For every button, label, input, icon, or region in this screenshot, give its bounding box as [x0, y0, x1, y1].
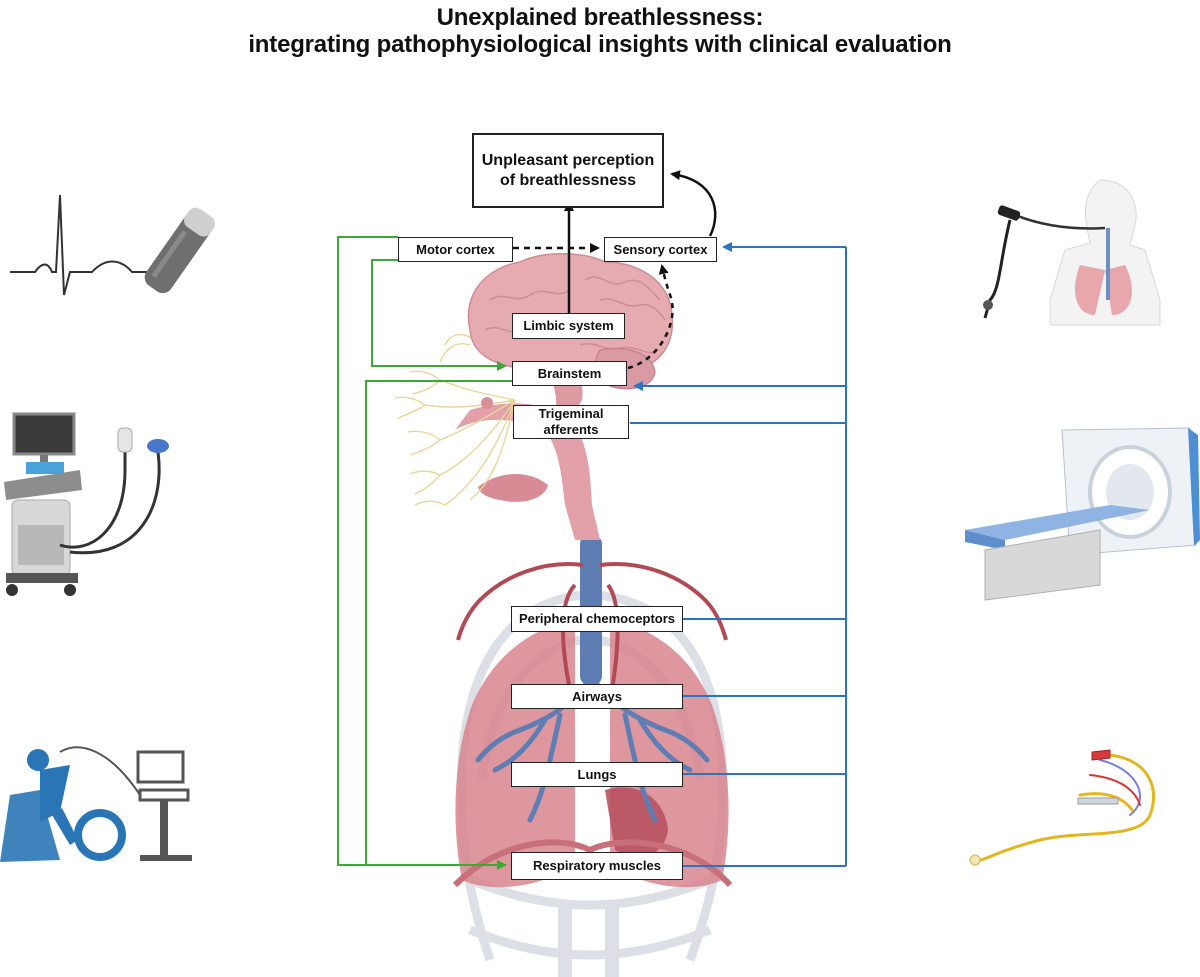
limbic-system-box: Limbic system — [512, 313, 625, 339]
ct-scanner-icon — [965, 427, 1200, 601]
heart — [605, 787, 668, 858]
spirometer-tube — [144, 207, 215, 294]
head-torso-outline — [1049, 179, 1161, 326]
motor-cortex-label: Motor cortex — [416, 241, 495, 257]
trigeminal-nerves — [394, 333, 516, 506]
afferent-pathways — [630, 242, 847, 867]
central-pathways — [513, 170, 717, 370]
brainstem-to-sensory-cortex-dashed-arrow — [627, 264, 674, 370]
pituitary — [481, 397, 493, 409]
sensory-cortex-to-perception-arrow — [670, 170, 717, 237]
airways-label: Airways — [572, 688, 622, 704]
motor-cortex-box: Motor cortex — [398, 237, 513, 262]
peripheral-chemoceptors-label: Peripheral chemoceptors — [518, 611, 676, 626]
lungs-label: Lungs — [577, 766, 617, 782]
motor-cortex-to-respiratory-muscles-line — [337, 236, 507, 870]
sensory-cortex-box: Sensory cortex — [604, 237, 717, 262]
peripheral-chemoceptors-box: Peripheral chemoceptors — [511, 606, 683, 632]
trigeminal-line-1: Trigeminal — [538, 406, 604, 421]
lungs-box: Lungs — [511, 762, 683, 787]
respiratory-muscles-box: Respiratory muscles — [511, 852, 683, 880]
ecg-and-spirometer-icon — [10, 194, 215, 296]
brainstem-label: Brainstem — [537, 365, 602, 381]
ultrasound-machine-icon — [4, 412, 169, 596]
tongue — [478, 473, 548, 502]
bronchoscopy-icon — [983, 179, 1161, 326]
sensory-cortex-label: Sensory cortex — [613, 241, 708, 257]
respiratory-muscles-label: Respiratory muscles — [533, 858, 661, 873]
airways-box: Airways — [511, 684, 683, 709]
us-monitor — [12, 412, 76, 456]
trigeminal-line-2: afferents — [543, 422, 599, 437]
limbic-system-label: Limbic system — [523, 318, 614, 333]
brainstem-box: Brainstem — [512, 361, 627, 386]
trigeminal-afferents-box: Trigeminal afferents — [513, 405, 629, 439]
title-line-2: integrating pathophysiological insights … — [248, 31, 952, 58]
perception-line-2: of breathlessness — [499, 171, 637, 189]
ecg-trace — [10, 194, 150, 296]
exercise-bike-test-icon — [0, 746, 192, 862]
perception-line-1: Unpleasant perception — [481, 151, 655, 169]
catheter-icon — [969, 749, 1156, 866]
brainstem-to-respiratory-muscles-line — [365, 380, 512, 865]
diaphragm — [452, 839, 733, 888]
perception-box: Unpleasant perception of breathlessness — [472, 133, 664, 208]
title-line-1: Unexplained breathlessness: — [436, 4, 764, 31]
